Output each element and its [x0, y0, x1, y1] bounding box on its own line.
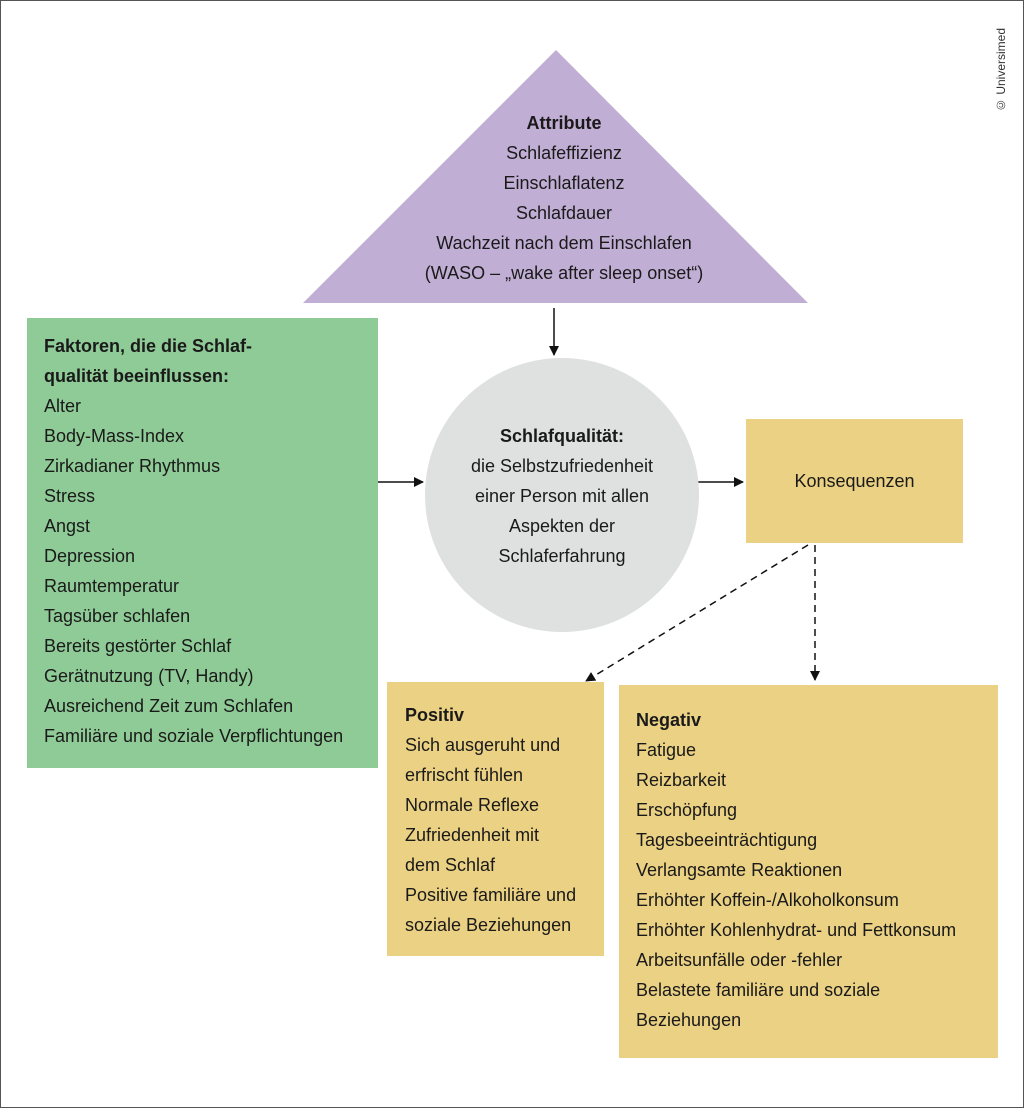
factors-title: qualität beeinflussen:	[44, 366, 230, 386]
positiv-line: erfrischt fühlen	[405, 765, 524, 785]
negativ-line: Tagesbeeinträchtigung	[636, 830, 818, 850]
attribute-text: Attribute Schlafeffizienz Einschlaflaten…	[380, 108, 748, 288]
factor-item: Alter	[44, 396, 82, 416]
factor-item: Gerätnutzung (TV, Handy)	[44, 666, 254, 686]
sleep-quality-line: Schlaferfahrung	[498, 546, 626, 566]
negativ-title: Negativ	[636, 710, 702, 730]
sleep-quality-title: Schlafqualität:	[499, 426, 624, 446]
positiv-line: soziale Beziehungen	[405, 915, 572, 935]
positiv-line: Positive familiäre und	[405, 885, 577, 905]
negativ-line: Erhöhter Koffein-/Alkoholkonsum	[636, 890, 899, 910]
negativ-line: Beziehungen	[636, 1010, 742, 1030]
negativ-line: Erhöhter Kohlenhydrat- und Fettkonsum	[636, 920, 957, 940]
negativ-box: Negativ Fatigue Reizbarkeit Erschöpfung …	[619, 685, 998, 1058]
factors-box: Faktoren, die die Schlaf- qualität beein…	[27, 318, 378, 768]
negativ-line: Reizbarkeit	[636, 770, 727, 790]
negativ-line: Belastete familiäre und soziale	[636, 980, 881, 1000]
attribute-item: Einschlaflatenz	[503, 173, 625, 193]
factor-item: Tagsüber schlafen	[44, 606, 191, 626]
negativ-line: Erschöpfung	[636, 800, 738, 820]
attribute-triangle	[303, 50, 808, 303]
factor-item: Bereits gestörter Schlaf	[44, 636, 232, 656]
negativ-line: Arbeitsunfälle oder -fehler	[636, 950, 843, 970]
attribute-item: Schlafeffizienz	[506, 143, 622, 163]
positiv-title: Positiv	[405, 705, 465, 725]
dashed-arrow-to-positiv	[585, 544, 809, 682]
attribute-item: Wachzeit nach dem Einschlafen	[436, 233, 692, 253]
factor-item: Ausreichend Zeit zum Schlafen	[44, 696, 294, 716]
copyright-notice: © Universimed	[994, 27, 1008, 112]
factor-item: Depression	[44, 546, 136, 566]
factor-item: Body-Mass-Index	[44, 426, 185, 446]
positiv-line: Sich ausgeruht und	[405, 735, 561, 755]
positiv-line: Zufriedenheit mit	[405, 825, 540, 845]
factor-item: Zirkadianer Rhythmus	[44, 456, 221, 476]
positiv-line: dem Schlaf	[405, 855, 496, 875]
sleep-quality-line: Aspekten der	[508, 516, 616, 536]
factor-item: Raumtemperatur	[44, 576, 180, 596]
negativ-line: Verlangsamte Reaktionen	[636, 860, 843, 880]
attribute-item: (WASO – „wake after sleep onset“)	[424, 263, 704, 283]
positiv-box: Positiv Sich ausgeruht und erfrischt füh…	[387, 682, 604, 956]
negativ-line: Fatigue	[636, 740, 697, 760]
konsequenzen-label: Konsequenzen	[794, 471, 915, 491]
sleep-quality-line: einer Person mit allen	[474, 486, 650, 506]
factor-item: Angst	[44, 516, 91, 536]
sleep-quality-line: die Selbstzufriedenheit	[470, 456, 654, 476]
sleep-quality-circle: Schlafqualität: die Selbstzufriedenheit …	[425, 358, 699, 632]
konsequenzen-box: Konsequenzen	[746, 419, 963, 543]
attribute-item: Schlafdauer	[515, 203, 613, 223]
factor-item: Stress	[44, 486, 96, 506]
factors-title: Faktoren, die die Schlaf-	[44, 336, 253, 356]
factor-item: Familiäre und soziale Verpflichtungen	[44, 726, 344, 746]
attribute-title: Attribute	[526, 113, 602, 133]
positiv-line: Normale Reflexe	[405, 795, 540, 815]
